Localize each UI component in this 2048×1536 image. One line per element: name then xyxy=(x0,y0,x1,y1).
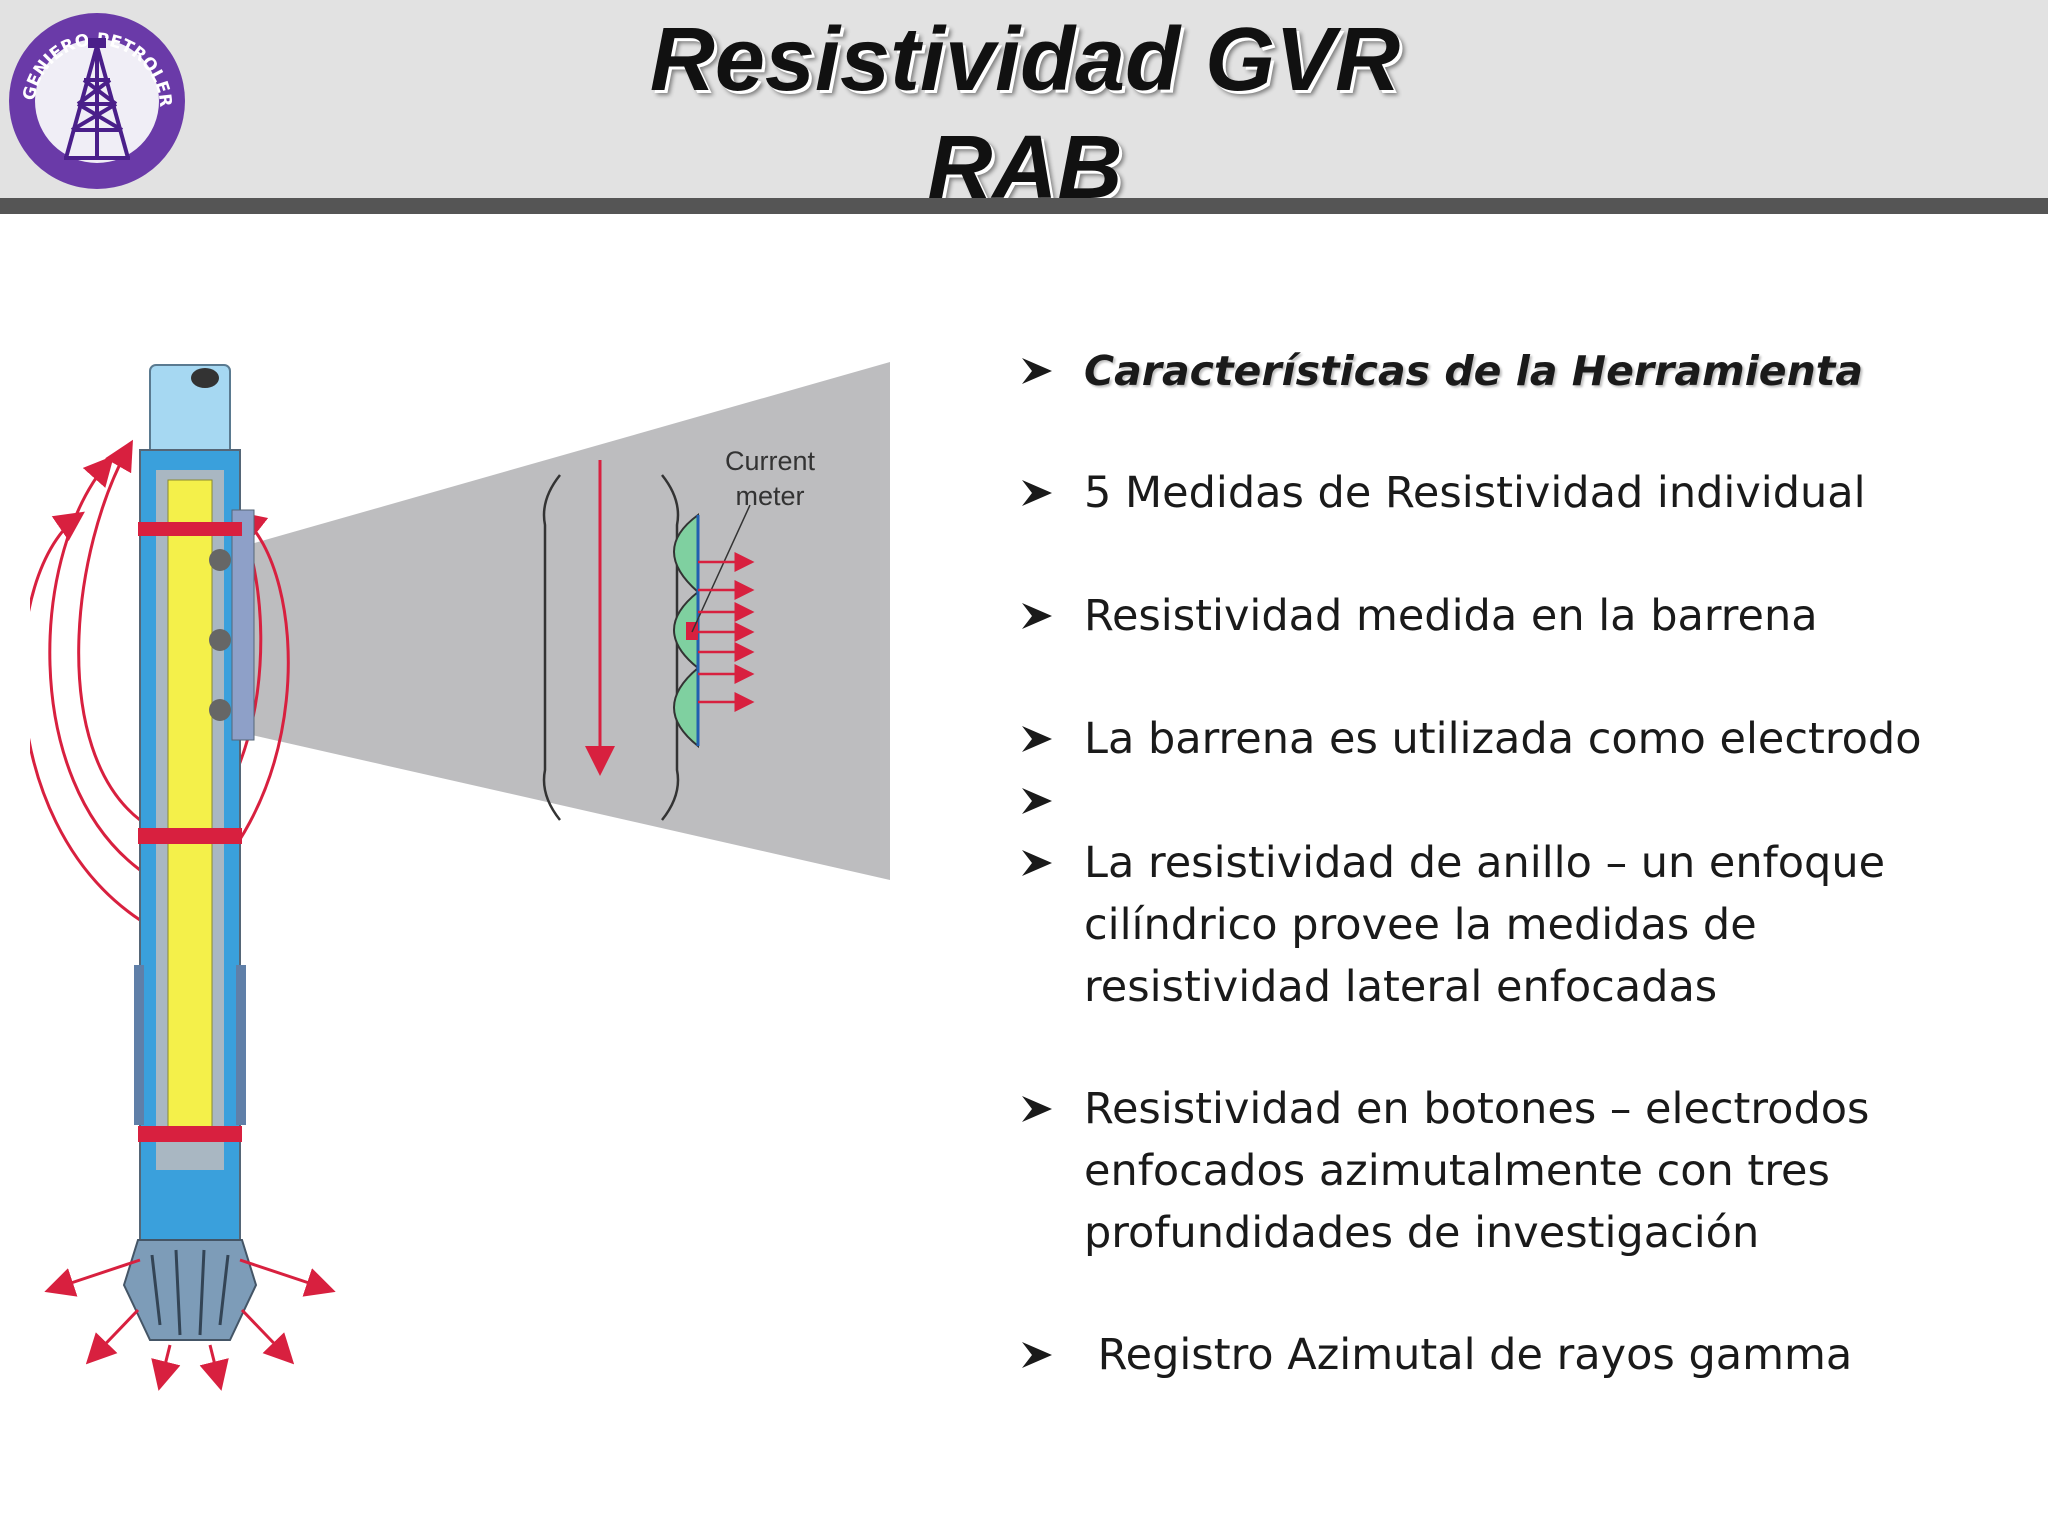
drill-tool xyxy=(122,364,258,1341)
slide-header: INGENIERO PETROLERO Resistividad GVR RAB xyxy=(0,0,2048,218)
button-electrode-detail: Current meter xyxy=(542,446,816,821)
bullet-item: 5 Medidas de Resistividad individual xyxy=(1020,462,1984,524)
header-divider xyxy=(0,198,2048,214)
zoom-cone xyxy=(230,362,890,880)
bullet-item-empty xyxy=(1020,770,1984,832)
gvr-tool-diagram: Current meter xyxy=(30,362,890,1391)
bullet-item-heading: Características de la Herramienta xyxy=(1020,340,1984,402)
bullet-arrow-icon xyxy=(1020,462,1084,524)
current-meter-label-1: Current xyxy=(725,446,816,476)
title-line-1: Resistividad GVR xyxy=(649,10,1401,110)
bullet-item: Resistividad medida en la barrena xyxy=(1020,585,1984,647)
bullet-arrow-icon xyxy=(1020,585,1084,647)
bullet-arrow-icon xyxy=(1020,1324,1084,1386)
bullet-arrow-icon xyxy=(1020,770,1084,832)
bullet-item: Registro Azimutal de rayos gamma xyxy=(1020,1324,1984,1386)
bullet-arrow-icon xyxy=(1020,340,1084,402)
bullet-arrow-icon xyxy=(1020,1078,1084,1140)
bullet-item: La barrena es utilizada como electrodo xyxy=(1020,708,1984,770)
bullet-item: Resistividad en botones – electrodos enf… xyxy=(1020,1078,1984,1264)
current-meter-label-2: meter xyxy=(735,481,804,511)
bullet-arrow-icon xyxy=(1020,708,1084,770)
slide-title: Resistividad GVR RAB xyxy=(440,6,1610,222)
bit-current-arrows xyxy=(44,1258,336,1391)
bullet-arrow-icon xyxy=(1020,832,1084,894)
ingeniero-petrolero-logo: INGENIERO PETROLERO xyxy=(4,8,185,189)
bullet-item: La resistividad de anillo – un enfoque c… xyxy=(1020,832,1984,1018)
